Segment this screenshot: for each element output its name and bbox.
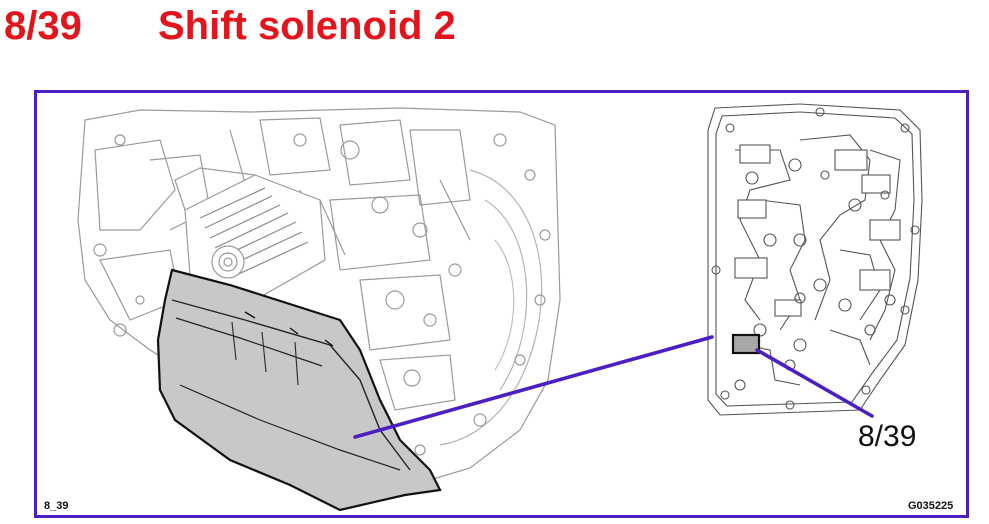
figure-id: 8_39 <box>44 500 69 512</box>
callout-label: 8/39 <box>858 420 917 453</box>
leader-lines <box>353 335 874 439</box>
oil-pan <box>156 268 442 512</box>
transmission-illustration <box>77 107 561 481</box>
valve-body-illustration <box>707 103 923 416</box>
diagram-code: 8/39 <box>4 4 82 48</box>
diagram-title: Shift solenoid 2 <box>158 4 456 48</box>
shift-solenoid-2-highlight <box>731 333 761 355</box>
diagram-frame <box>34 90 969 518</box>
reference-code: G035225 <box>908 500 954 512</box>
